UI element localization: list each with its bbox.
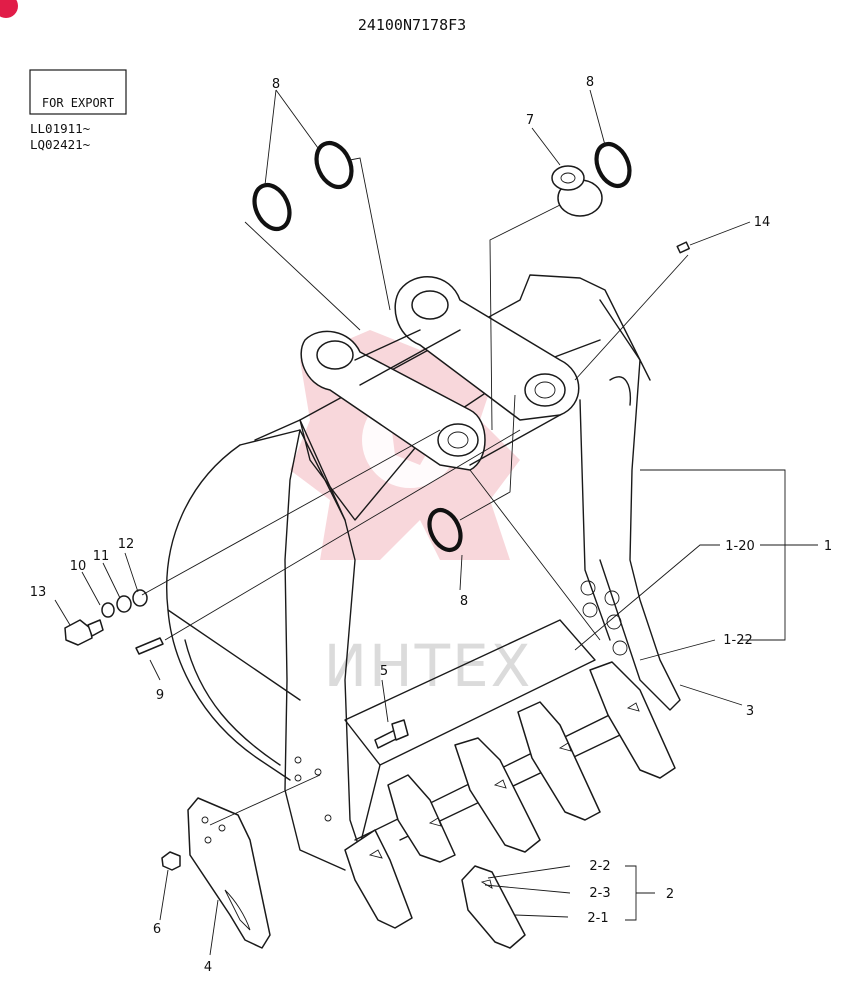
bolt-13 [64, 619, 104, 646]
corner-badge [0, 0, 18, 18]
pin-9 [135, 637, 164, 655]
serial-ll: LL01911~ [30, 121, 90, 136]
ring-8-right [594, 141, 632, 189]
serial-lq: LQ02421~ [30, 137, 90, 152]
ring-8-upper-left [252, 182, 292, 232]
callout-5: 5 [380, 664, 388, 679]
callout-11: 11 [93, 549, 110, 564]
callout-13: 13 [30, 585, 47, 600]
callout-8-b: 8 [586, 75, 594, 90]
washer-11 [116, 595, 132, 613]
bushing-7 [551, 165, 603, 217]
ring-8-lower [427, 507, 463, 553]
ring-8-upper [314, 140, 354, 190]
side-cutter [187, 797, 271, 949]
callout-1-22: 1-22 [723, 633, 753, 648]
callout-3: 3 [746, 704, 754, 719]
bolt-5 [374, 719, 409, 749]
callout-2-2: 2-2 [589, 859, 610, 874]
callout-7: 7 [526, 113, 534, 128]
callout-8-a: 8 [272, 77, 280, 92]
callout-10: 10 [70, 559, 87, 574]
export-box [29, 69, 127, 115]
callout-2-3: 2-3 [589, 886, 610, 901]
callout-2-1: 2-1 [587, 911, 608, 926]
bucket-body [166, 274, 681, 871]
export-label: FOR EXPORT [42, 96, 114, 110]
callout-14: 14 [754, 215, 771, 230]
callout-4: 4 [204, 960, 212, 975]
callout-2: 2 [666, 887, 674, 902]
watermark-text: ИНТЕХ [324, 632, 533, 700]
grease-nipple [676, 241, 690, 254]
drawing-code: 24100N7178F3 [358, 16, 466, 34]
callouts: 8 8 8 7 14 1-20 1 1-22 3 13 10 11 12 9 5… [30, 75, 832, 975]
callout-1: 1 [824, 539, 832, 554]
tooth-detail [461, 865, 526, 949]
washer-10 [101, 602, 115, 618]
washer-12 [132, 589, 148, 607]
bucket-teeth [344, 661, 676, 929]
callout-8-c: 8 [460, 594, 468, 609]
callout-12: 12 [118, 537, 135, 552]
callout-9: 9 [156, 688, 164, 703]
leader-lines [54, 89, 818, 956]
callout-6: 6 [153, 922, 161, 937]
nut-6 [161, 851, 181, 871]
callout-1-20: 1-20 [725, 539, 755, 554]
